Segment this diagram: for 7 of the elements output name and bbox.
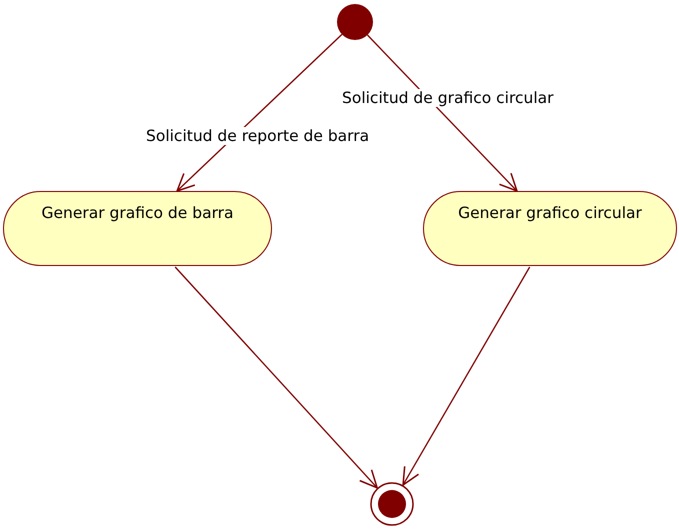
transition-arrow [402,266,530,486]
state-label: Generar grafico de barra [41,204,234,222]
transition-arrow [366,34,518,192]
transition-arrow [176,34,342,192]
edge-label: Solicitud de grafico circular [340,89,556,107]
state-label: Generar grafico circular [458,204,642,222]
transition-arrow [174,266,378,489]
